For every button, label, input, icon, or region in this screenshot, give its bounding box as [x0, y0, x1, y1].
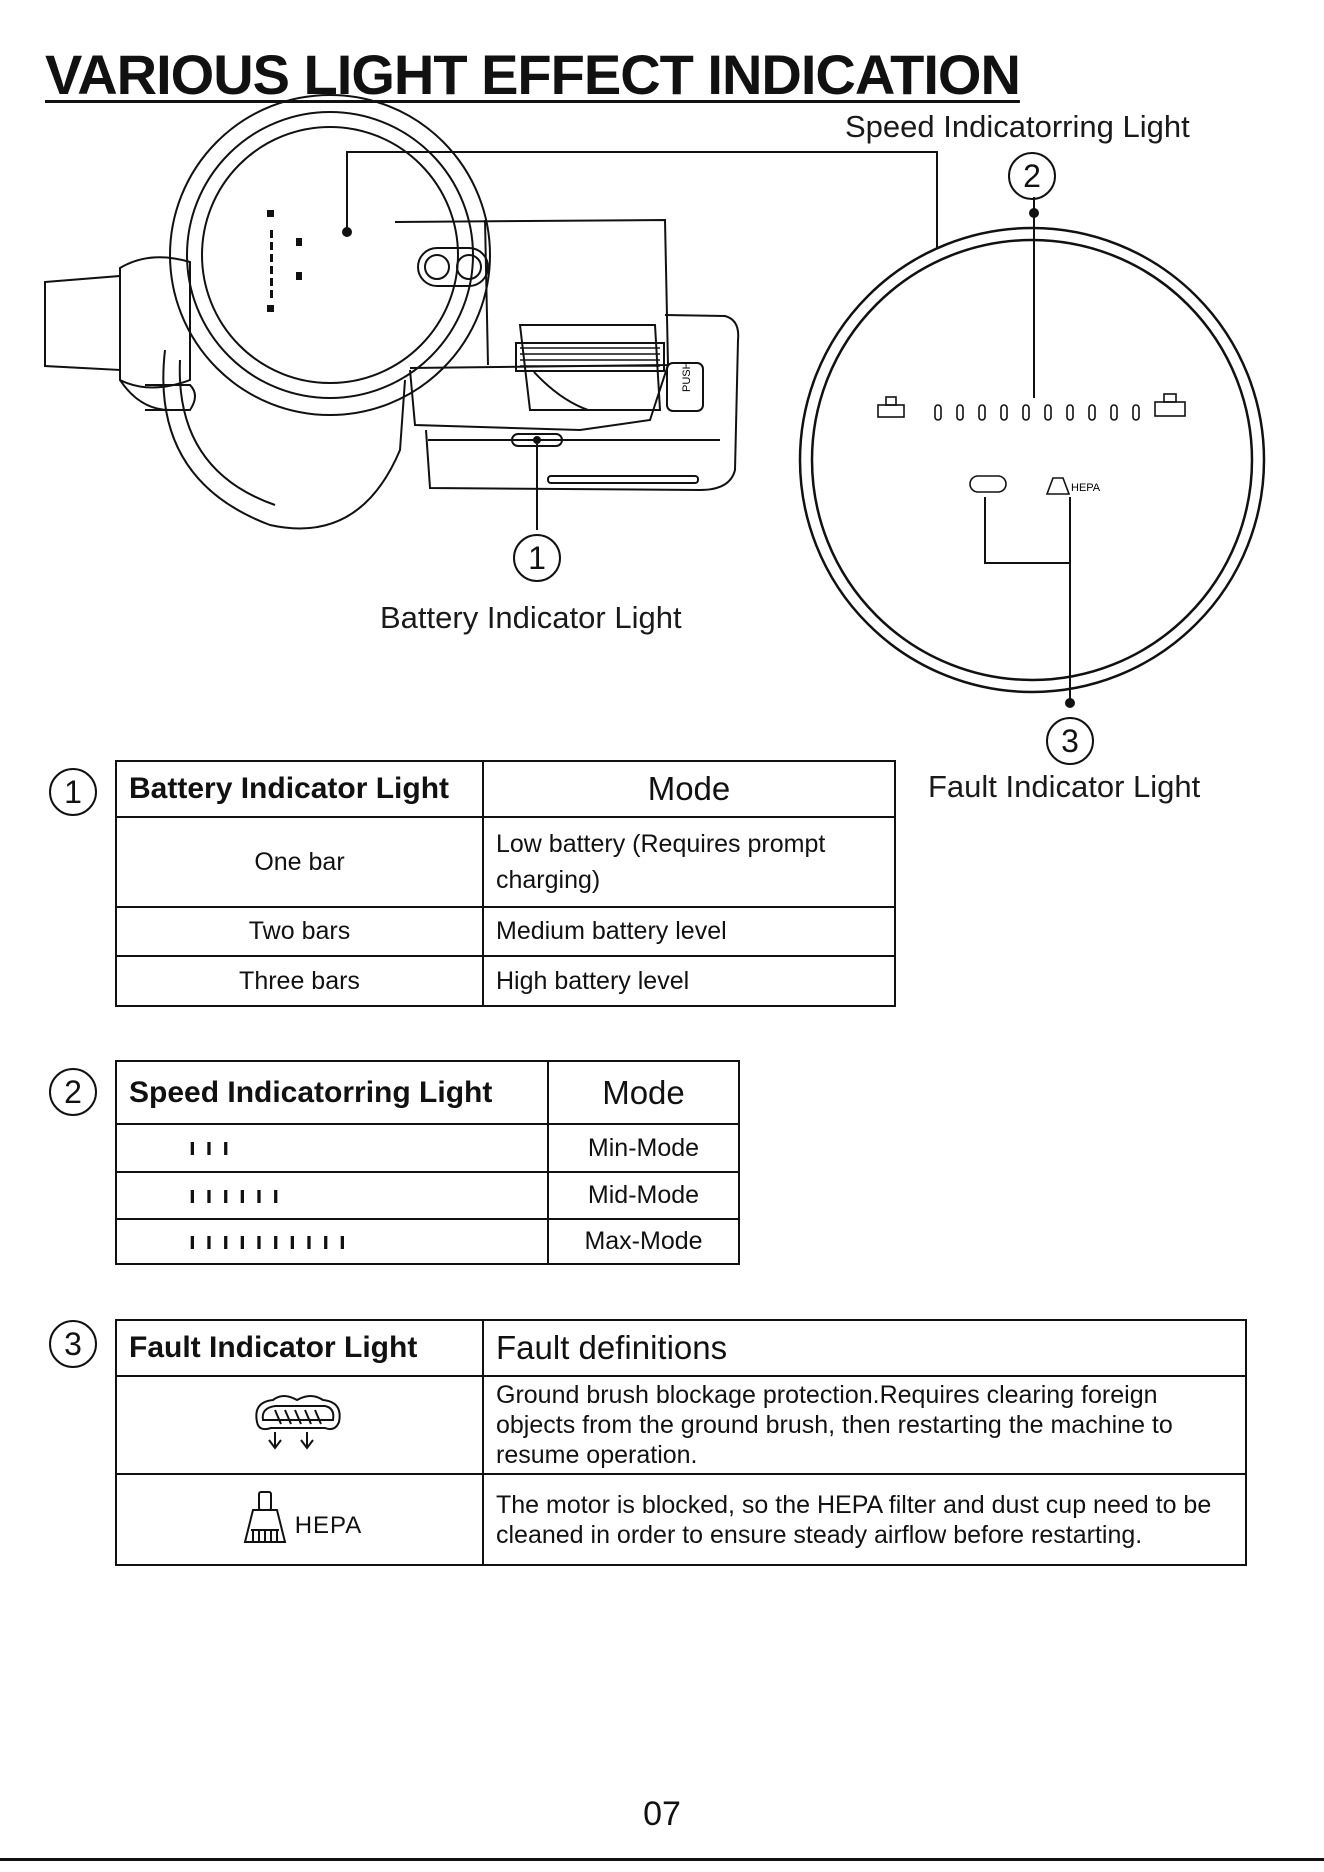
battery-header-light: Battery Indicator Light	[115, 760, 484, 818]
push-button-label: PUSH	[681, 361, 693, 392]
speed-indicator-table: Speed Indicatorring Light Mode ııı Min-M…	[115, 1060, 740, 1265]
table-row: Ground brush blockage protection.Require…	[115, 1375, 1247, 1475]
fault-indicator-table: Fault Indicator Light Fault definitions …	[115, 1319, 1247, 1566]
hepa-icon-label: HEPA	[294, 1512, 363, 1539]
table-row: ıııııııııı Max-Mode	[115, 1218, 740, 1265]
table-header-row: Speed Indicatorring Light Mode	[115, 1060, 740, 1125]
fault-callout-label: Fault Indicator Light	[928, 769, 1201, 804]
speed-mode-cell: Mid-Mode	[547, 1171, 740, 1220]
speed-mode-cell: Min-Mode	[547, 1123, 740, 1173]
fault-icon-cell: HEPA	[115, 1473, 484, 1566]
callout-number-3: 3	[1046, 717, 1094, 765]
battery-light-cell: Three bars	[115, 955, 484, 1007]
page-number: 07	[643, 1795, 681, 1833]
callout-number-1: 1	[513, 534, 561, 582]
section-number-1: 1	[49, 768, 97, 816]
hepa-filter-icon	[243, 1491, 286, 1543]
battery-header-mode: Mode	[482, 760, 896, 818]
section-number-3: 3	[49, 1320, 97, 1368]
table-row: ıııııı Mid-Mode	[115, 1171, 740, 1220]
battery-light-cell: Two bars	[115, 906, 484, 957]
speed-mode-cell: Max-Mode	[547, 1218, 740, 1265]
fault-definition-cell: The motor is blocked, so the HEPA filter…	[482, 1473, 1247, 1566]
speed-header-mode: Mode	[547, 1060, 740, 1125]
table-row: Three bars High battery level	[115, 955, 896, 1007]
brush-blockage-icon	[254, 1394, 341, 1450]
battery-mode-cell: Medium battery level	[482, 906, 896, 957]
table-row: ııı Min-Mode	[115, 1123, 740, 1173]
section-number-2: 2	[49, 1068, 97, 1116]
battery-mode-cell: Low battery (Requires prompt charging)	[482, 816, 896, 908]
page-title: VARIOUS LIGHT EFFECT INDICATION	[45, 43, 1021, 106]
callout-number-2: 2	[1008, 152, 1056, 200]
battery-mode-cell: High battery level	[482, 955, 896, 1007]
table-row: One bar Low battery (Requires prompt cha…	[115, 816, 896, 908]
speed-bars-cell: ıııııı	[115, 1171, 549, 1220]
fault-icon-cell	[115, 1375, 484, 1475]
speed-ring-callout-label: Speed Indicatorring Light	[845, 109, 1190, 144]
speed-bars-cell: ıııııııııı	[115, 1218, 549, 1265]
battery-light-cell: One bar	[115, 816, 484, 908]
vacuum-diagram: PUSH	[44, 94, 1266, 708]
footer-divider	[0, 1858, 1324, 1861]
table-header-row: Fault Indicator Light Fault definitions	[115, 1319, 1247, 1377]
battery-callout-label: Battery Indicator Light	[380, 600, 682, 635]
table-row: Two bars Medium battery level	[115, 906, 896, 957]
speed-bars-cell: ııı	[115, 1123, 549, 1173]
table-header-row: Battery Indicator Light Mode	[115, 760, 896, 818]
battery-indicator-table: Battery Indicator Light Mode One bar Low…	[115, 760, 896, 1007]
fault-definition-cell: Ground brush blockage protection.Require…	[482, 1375, 1247, 1475]
fault-header-light: Fault Indicator Light	[115, 1319, 484, 1377]
table-row: HEPA The motor is blocked, so the HEPA f…	[115, 1473, 1247, 1566]
panel-hepa-label: HEPA	[1071, 482, 1101, 494]
fault-header-definitions: Fault definitions	[482, 1319, 1247, 1377]
speed-header-light: Speed Indicatorring Light	[115, 1060, 549, 1125]
